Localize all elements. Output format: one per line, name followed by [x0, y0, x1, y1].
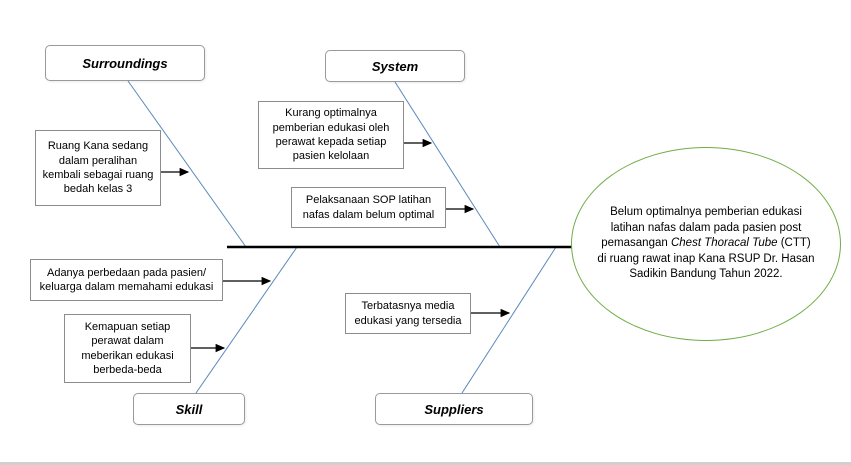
category-box-surroundings: Surroundings [45, 45, 205, 81]
cause-text-perbedaan: Adanya perbedaan pada pasien/ keluarga d… [39, 266, 214, 293]
cause-text-kurang-optimal: Kurang optimalnya pemberian edukasi oleh… [272, 107, 390, 163]
category-box-suppliers: Suppliers [375, 393, 533, 425]
branch-line-suppliers [461, 246, 557, 394]
problem-text-after: (CTT) di ruang rawat inap Kana RSUP Dr. … [597, 237, 815, 281]
problem-ellipse: Belum optimalnya pemberian edukasi latih… [571, 147, 841, 341]
problem-statement: Belum optimalnya pemberian edukasi latih… [597, 205, 815, 283]
cause-box-kemampuan: Kemapuan setiap perawat dalam meberikan … [64, 314, 191, 383]
category-box-skill: Skill [133, 393, 245, 425]
page-bottom-edge [0, 462, 851, 465]
cause-box-media: Terbatasnya media edukasi yang tersedia [345, 293, 471, 334]
category-label-system: System [371, 58, 419, 74]
cause-text-kemampuan: Kemapuan setiap perawat dalam meberikan … [81, 320, 174, 376]
cause-text-ruang-kana: Ruang Kana sedang dalam peralihan kembal… [42, 140, 154, 196]
category-label-surroundings: Surroundings [82, 55, 168, 71]
problem-text-italic: Chest Thoracal Tube [670, 237, 778, 250]
cause-box-perbedaan: Adanya perbedaan pada pasien/ keluarga d… [30, 259, 223, 301]
problem-text-before: Belum optimalnya pemberian edukasi latih… [601, 206, 802, 250]
category-label-suppliers: Suppliers [424, 401, 484, 417]
cause-text-media: Terbatasnya media edukasi yang tersedia [354, 300, 462, 327]
category-label-skill: Skill [175, 401, 203, 417]
cause-box-kurang-optimal: Kurang optimalnya pemberian edukasi oleh… [258, 101, 404, 169]
cause-box-sop: Pelaksanaan SOP latihan nafas dalam belu… [291, 187, 446, 228]
cause-text-sop: Pelaksanaan SOP latihan nafas dalam belu… [302, 194, 435, 221]
category-box-system: System [325, 50, 465, 82]
cause-box-ruang-kana: Ruang Kana sedang dalam peralihan kembal… [35, 130, 161, 206]
